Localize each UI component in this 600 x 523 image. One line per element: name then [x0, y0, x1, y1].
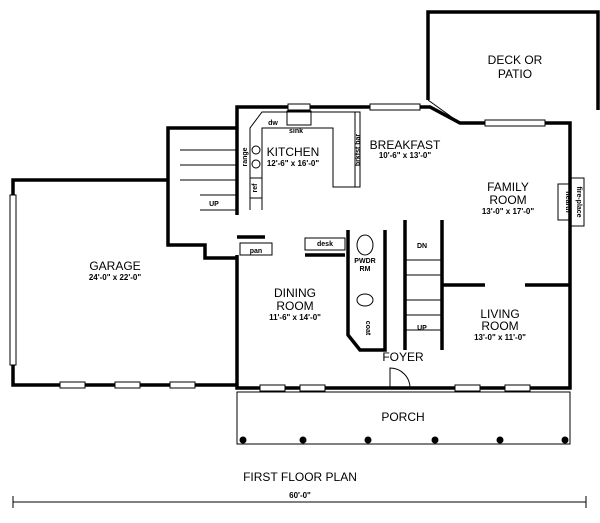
living-label-2: ROOM [481, 319, 518, 333]
kitchen-size: 12'-6" x 16'-0" [267, 159, 320, 168]
plan-title: FIRST FLOOR PLAN [243, 470, 357, 484]
porch-label: PORCH [381, 410, 424, 424]
garage-label: GARAGE [89, 259, 140, 273]
ref-label: ref [252, 183, 259, 193]
bathroom-fixtures [239, 234, 374, 307]
stairs-up-label: UP [417, 325, 427, 332]
kitchen-label: KITCHEN [267, 145, 320, 159]
dining-label-1: DINING [274, 286, 316, 300]
stairs-down-label: DN [417, 243, 427, 250]
overall-dimension: 60'-0" [289, 491, 311, 500]
deck-label-2: PATIO [498, 67, 532, 81]
interior-walls [237, 177, 585, 352]
foyer-label: FOYER [382, 350, 424, 364]
hearth-label: hearth [564, 191, 571, 212]
desk-label: desk [317, 241, 333, 248]
powder-label-1: PWDR [354, 258, 375, 265]
kitchen-counters [249, 110, 361, 210]
powder-label-2: RM [360, 266, 371, 273]
front-door [389, 367, 411, 389]
dining-size: 11'-6" x 14'-0" [269, 313, 321, 322]
family-label-2: ROOM [489, 193, 526, 207]
range-label: range [242, 147, 249, 166]
breakfast-size: 10'-6" x 13'-0" [379, 151, 432, 160]
dw-label: dw [268, 120, 278, 127]
family-label-1: FAMILY [487, 180, 529, 194]
coat-closet-label: coat [364, 321, 371, 336]
fireplace-label: fire-place [575, 186, 582, 217]
garage-size: 24'-0" x 22'-0" [89, 273, 142, 282]
garage-stairs-up-label: UP [209, 201, 219, 208]
dining-label-2: ROOM [276, 299, 313, 313]
family-size: 13'-0" x 17'-0" [482, 207, 535, 216]
stairs [180, 149, 442, 331]
sink-label: sink [289, 128, 303, 135]
porch-outline [236, 391, 571, 445]
deck-label-1: DECK OR [488, 53, 543, 67]
brkfst-bar-label: brkfst bar [355, 134, 362, 167]
dimension-line [12, 496, 587, 508]
windows [9, 103, 546, 392]
living-size: 13'-0" x 11'-0" [474, 333, 526, 342]
living-label-1: LIVING [480, 307, 519, 321]
pan-label: pan [250, 248, 262, 255]
breakfast-label: BREAKFAST [370, 138, 441, 152]
